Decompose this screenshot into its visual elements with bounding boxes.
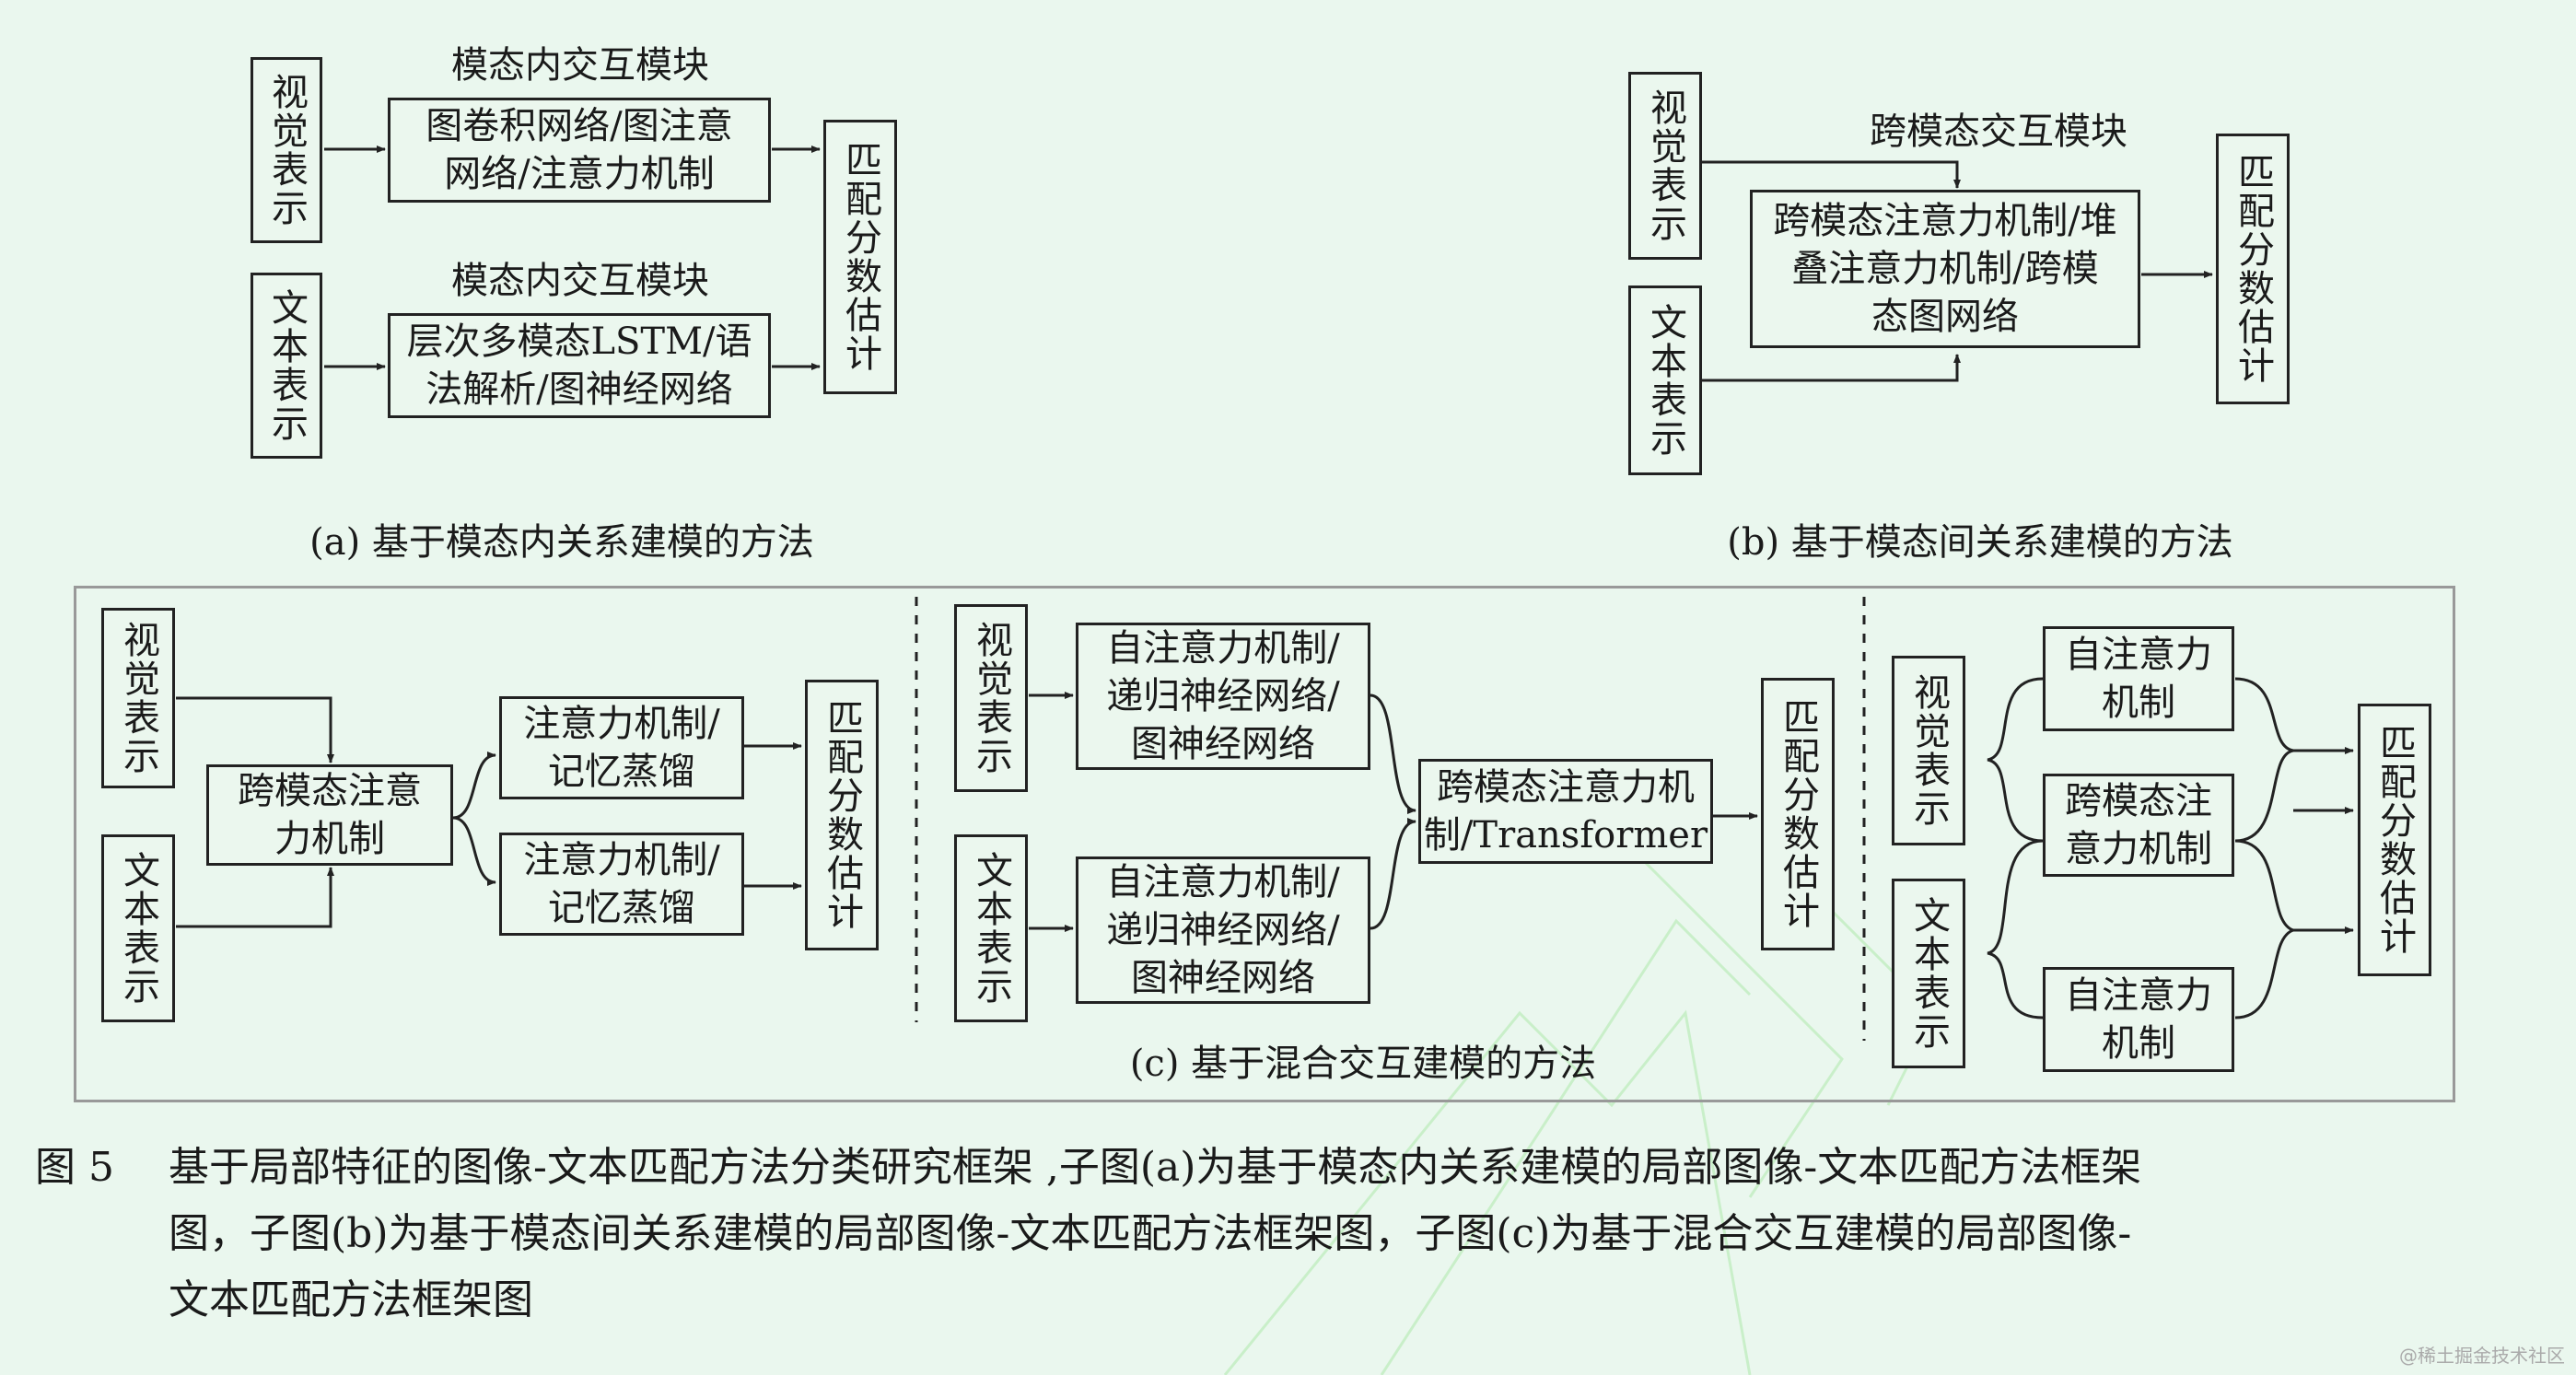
c2-cross-box: 跨模态注意力机 制/Transformer — [1418, 759, 1713, 864]
watermark-credit: @稀土掘金技术社区 — [2399, 1345, 2565, 1367]
arrow-b-visual-module — [1702, 160, 1961, 189]
c3-mid-module: 跨模态注 意力机制 — [2043, 774, 2234, 877]
caption-line-3: 文本匹配方法框架图 — [169, 1276, 533, 1323]
arrow-c2-top-cross — [1370, 693, 1416, 814]
c1-visual-box: 视觉表示 — [101, 608, 175, 788]
arrow-c1-cross-bottom — [452, 816, 496, 886]
b-match-box: 匹配分数估计 — [2216, 134, 2290, 404]
a-top-module: 图卷积网络/图注意 网络/注意力机制 — [388, 98, 771, 203]
a-text-box: 文本表示 — [251, 273, 322, 459]
a-match-box: 匹配分数估计 — [823, 120, 897, 394]
c-frame — [74, 586, 2455, 1102]
c1-text-box: 文本表示 — [101, 834, 175, 1022]
a-caption: (a) 基于模态内关系建模的方法 — [309, 521, 814, 564]
arrow-c1-text-cross — [176, 867, 334, 928]
c3-visual-box: 视觉表示 — [1892, 656, 1965, 845]
a-bottom-module: 层次多模态LSTM/语 法解析/图神经网络 — [388, 313, 771, 418]
b-text-box: 文本表示 — [1628, 285, 1702, 475]
brace-c3-text — [1987, 839, 2044, 1020]
a-bottom-heading: 模态内交互模块 — [451, 260, 709, 302]
arrow-c1-cross-top — [452, 752, 496, 820]
c3-match-box: 匹配分数估计 — [2358, 704, 2431, 976]
b-caption: (b) 基于模态间关系建模的方法 — [1727, 521, 2233, 564]
c3-text-box: 文本表示 — [1892, 879, 1965, 1068]
c3-top-module: 自注意力 机制 — [2043, 626, 2234, 731]
caption-line-2: 图，子图(b)为基于模态间关系建模的局部图像-文本匹配方法框架图，子图(c)为基… — [169, 1210, 2132, 1257]
c3-bottom-module: 自注意力 机制 — [2043, 967, 2234, 1072]
caption-line-1: 基于局部特征的图像-文本匹配方法分类研究框架 ,子图(a)为基于模态内关系建模的… — [169, 1144, 2142, 1191]
c2-bottom-module: 自注意力机制/ 递归神经网络/ 图神经网络 — [1076, 856, 1370, 1004]
c1-match-box: 匹配分数估计 — [805, 680, 879, 950]
c-caption: (c) 基于混合交互建模的方法 — [1129, 1043, 1597, 1085]
c2-text-box: 文本表示 — [954, 834, 1028, 1022]
b-heading: 跨模态交互模块 — [1870, 111, 2127, 153]
c1-bottom-module: 注意力机制/ 记忆蒸馏 — [499, 833, 744, 936]
c2-visual-box: 视觉表示 — [954, 604, 1028, 792]
brace-c3-right — [2234, 677, 2294, 843]
b-visual-box: 视觉表示 — [1628, 72, 1702, 260]
arrow-b-text-module — [1702, 354, 1961, 382]
c2-top-module: 自注意力机制/ 递归神经网络/ 图神经网络 — [1076, 623, 1370, 770]
a-top-heading: 模态内交互模块 — [451, 44, 709, 87]
arrow-c2-bottom-cross — [1370, 818, 1416, 930]
b-module: 跨模态注意力机制/堆 叠注意力机制/跨模 态图网络 — [1750, 190, 2140, 348]
a-visual-box: 视觉表示 — [251, 57, 322, 243]
figure-caption: 图 5 基于局部特征的图像-文本匹配方法分类研究框架 ,子图(a)为基于模态内关系… — [35, 1135, 2522, 1334]
c1-cross-box: 跨模态注意 力机制 — [206, 764, 453, 866]
c2-match-box: 匹配分数估计 — [1761, 678, 1835, 950]
arrow-c1-visual-cross — [176, 696, 334, 763]
c1-top-module: 注意力机制/ 记忆蒸馏 — [499, 696, 744, 799]
figure-number: 图 5 — [35, 1144, 114, 1191]
brace-c3-visual — [1987, 677, 2044, 843]
